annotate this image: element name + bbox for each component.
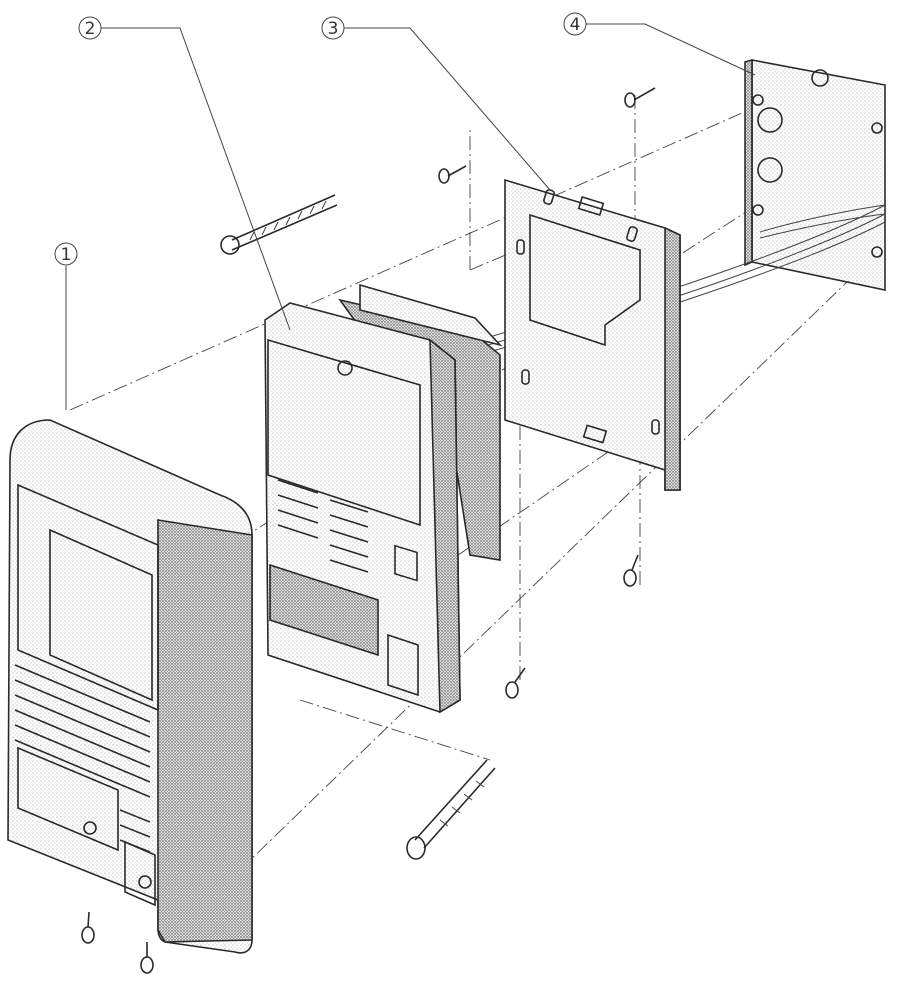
knockout-hole: [811, 69, 829, 87]
small-screw: [438, 165, 467, 184]
long-screw: [220, 194, 338, 255]
screw-hole: [871, 246, 883, 258]
junction-box: [744, 58, 886, 291]
intercom-module: [264, 283, 503, 714]
svg-text:2: 2: [85, 19, 96, 39]
small-screw: [505, 667, 526, 699]
screw-hole: [871, 122, 883, 134]
screw-hole: [752, 94, 764, 106]
front-cover: [7, 419, 253, 954]
knockout-hole: [757, 107, 783, 133]
small-screw: [140, 942, 154, 974]
vent-slots: [277, 479, 369, 573]
callout-4: 4: [563, 12, 756, 76]
callout-3: 3: [321, 16, 551, 191]
knockout-hole: [757, 157, 783, 183]
screw-hole: [752, 204, 764, 216]
louver-slots: [14, 664, 151, 853]
long-screw: [406, 759, 496, 860]
small-screw: [81, 911, 95, 944]
small-screw: [623, 554, 639, 587]
small-screw: [624, 87, 656, 108]
nameplate-window: [17, 746, 119, 852]
button-opening: [124, 840, 156, 907]
svg-text:1: 1: [61, 245, 72, 265]
svg-text:3: 3: [328, 19, 339, 39]
mounting-screw-head: [337, 360, 353, 376]
callout-1: 1: [54, 242, 78, 410]
mounting-plate: [504, 178, 681, 491]
callout-2: 2: [78, 16, 291, 331]
svg-text:4: 4: [570, 15, 581, 35]
window-opening: [17, 483, 159, 712]
